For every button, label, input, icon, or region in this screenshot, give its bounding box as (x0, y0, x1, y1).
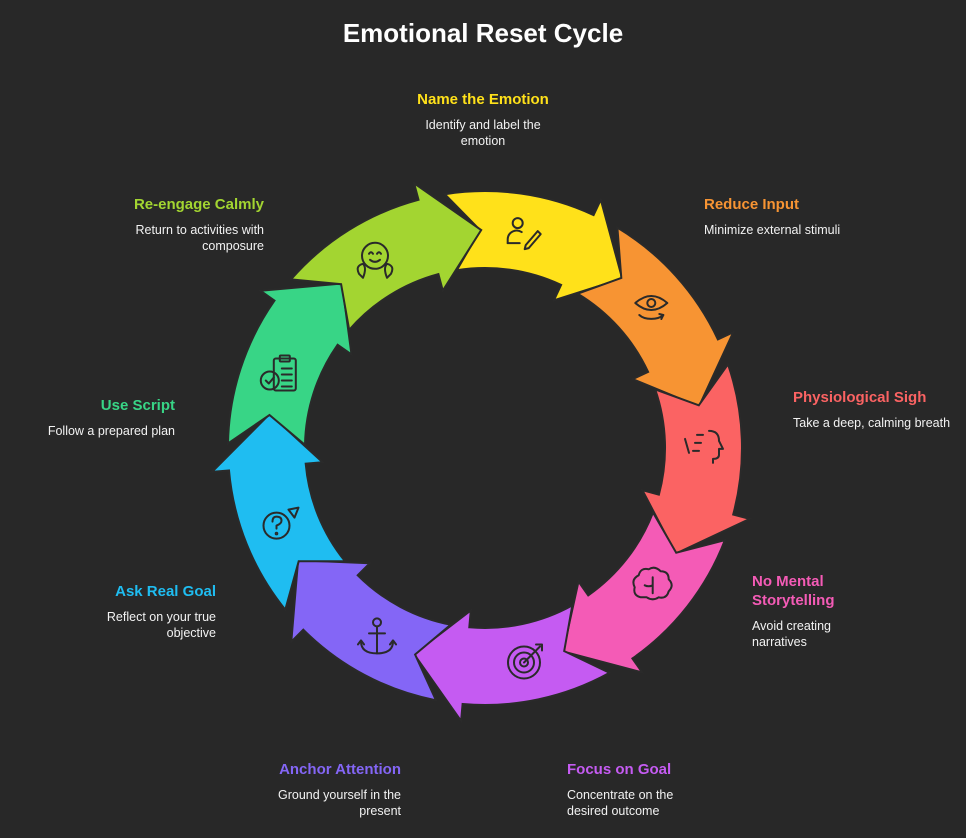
clipboard-check-icon (259, 354, 297, 392)
step-description: Take a deep, calming breath (793, 416, 951, 430)
step-description: Avoid creating narratives (752, 619, 831, 649)
step-title: Use Script (100, 397, 175, 414)
breath-face-icon (684, 429, 724, 464)
step-description: Minimize external stimuli (704, 223, 841, 237)
step-label-no-mental-storytelling: No Mental Storytelling Avoid creating na… (752, 572, 862, 650)
step-title: Physiological Sigh (793, 389, 927, 406)
step-description: Identify and label the emotion (425, 118, 541, 148)
step-title: Anchor Attention (279, 761, 401, 778)
step-label-physiological-sigh: Physiological Sigh Take a deep, calming … (793, 388, 953, 431)
step-label-anchor-attention: Anchor Attention Ground yourself in the … (240, 760, 401, 819)
step-label-reduce-input: Reduce Input Minimize external stimuli (704, 195, 854, 238)
step-description: Reflect on your true objective (106, 610, 216, 640)
step-description: Ground yourself in the present (278, 788, 401, 818)
step-label-ask-real-goal: Ask Real Goal Reflect on your true objec… (85, 582, 216, 641)
cycle-arrow-segment (226, 282, 353, 448)
cycle-arrow-segment (290, 559, 453, 702)
step-title: Name the Emotion (417, 91, 549, 108)
step-title: Ask Real Goal (115, 583, 216, 600)
step-title: Reduce Input (704, 196, 800, 213)
person-writing-icon (506, 217, 542, 251)
target-icon (507, 643, 543, 680)
question-goal-icon (262, 506, 300, 540)
step-title: Focus on Goal (567, 761, 672, 778)
step-description: Concentrate on the desired outcome (567, 788, 674, 818)
step-description: Return to activities with composure (135, 223, 264, 253)
step-label-focus-on-goal: Focus on Goal Concentrate on the desired… (567, 760, 707, 819)
step-description: Follow a prepared plan (47, 424, 175, 438)
step-label-re-engage-calmly: Re-engage Calmly Return to activities wi… (104, 195, 264, 254)
step-label-name-the-emotion: Name the Emotion Identify and label the … (388, 90, 578, 149)
calm-face-icon (356, 241, 394, 279)
step-label-use-script: Use Script Follow a prepared plan (20, 396, 175, 439)
page-title: Emotional Reset Cycle (342, 18, 624, 48)
step-title: No Mental Storytelling (752, 573, 835, 609)
step-title: Re-engage Calmly (133, 196, 264, 213)
eye-cycle-icon (634, 295, 669, 320)
anchor-icon (357, 617, 397, 655)
brain-icon (632, 566, 673, 601)
cycle-arrow-segment (288, 180, 483, 333)
